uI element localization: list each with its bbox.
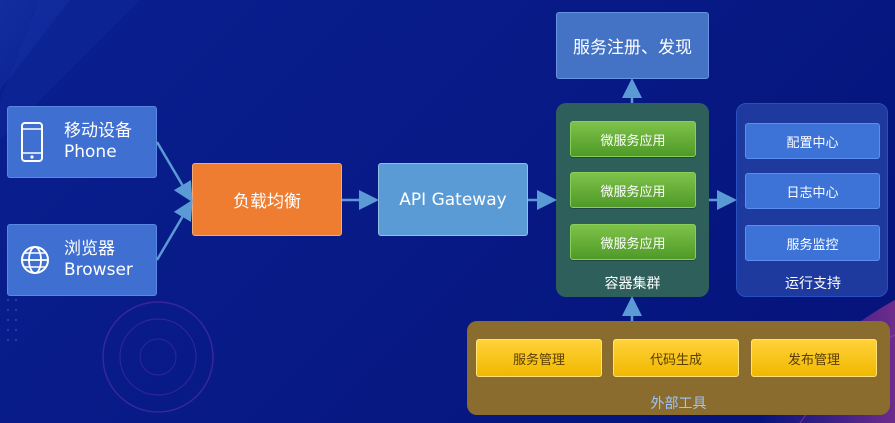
microservice-app-2: 微服务应用 — [570, 172, 696, 208]
config-center-button: 配置中心 — [745, 123, 880, 159]
microservice-app-label: 微服务应用 — [600, 236, 666, 252]
code-generation-label: 代码生成 — [649, 352, 702, 368]
globe-icon — [20, 245, 50, 279]
microservice-app-label: 微服务应用 — [600, 184, 666, 200]
container-cluster-title: 容器集群 — [604, 276, 661, 292]
ops-support-title: 运行支持 — [785, 276, 841, 292]
client-phone-title: 移动设备 — [64, 121, 132, 141]
ops-support-panel: 配置中心 日志中心 服务监控 运行支持 — [736, 103, 888, 297]
release-management-label: 发布管理 — [787, 352, 840, 368]
service-registry-label: 服务注册、发现 — [573, 38, 692, 58]
client-phone-subtitle: Phone — [64, 142, 117, 162]
arrow-phone-to-lb — [155, 141, 193, 203]
phone-icon — [20, 121, 44, 167]
release-management-button: 发布管理 — [751, 339, 877, 377]
log-center-label: 日志中心 — [786, 185, 839, 201]
microservice-app-label: 微服务应用 — [600, 133, 666, 149]
service-registry-box: 服务注册、发现 — [556, 12, 709, 79]
code-generation-button: 代码生成 — [613, 339, 739, 377]
service-monitor-button: 服务监控 — [745, 225, 880, 261]
client-browser-label: 浏览器 Browser — [64, 239, 133, 281]
container-cluster-panel: 微服务应用 微服务应用 微服务应用 容器集群 — [556, 103, 709, 297]
client-browser-box: 浏览器 Browser — [7, 224, 157, 296]
client-phone-box: 移动设备 Phone — [7, 106, 157, 178]
client-browser-title: 浏览器 — [64, 239, 115, 259]
api-gateway-label: API Gateway — [399, 189, 507, 210]
arrow-browser-to-lb — [155, 199, 193, 261]
client-phone-label: 移动设备 Phone — [64, 121, 132, 163]
external-tools-panel: 服务管理 代码生成 发布管理 外部工具 — [467, 321, 890, 415]
load-balancer-box: 负载均衡 — [192, 163, 342, 236]
service-management-button: 服务管理 — [476, 339, 602, 377]
client-browser-subtitle: Browser — [64, 260, 133, 280]
microservice-app-3: 微服务应用 — [570, 224, 696, 260]
log-center-button: 日志中心 — [745, 173, 880, 209]
load-balancer-label: 负载均衡 — [233, 192, 301, 212]
service-monitor-label: 服务监控 — [786, 237, 839, 253]
microservice-app-1: 微服务应用 — [570, 121, 696, 157]
api-gateway-box: API Gateway — [378, 163, 528, 236]
service-management-label: 服务管理 — [512, 352, 565, 368]
external-tools-title: 外部工具 — [650, 396, 707, 412]
config-center-label: 配置中心 — [786, 135, 839, 151]
